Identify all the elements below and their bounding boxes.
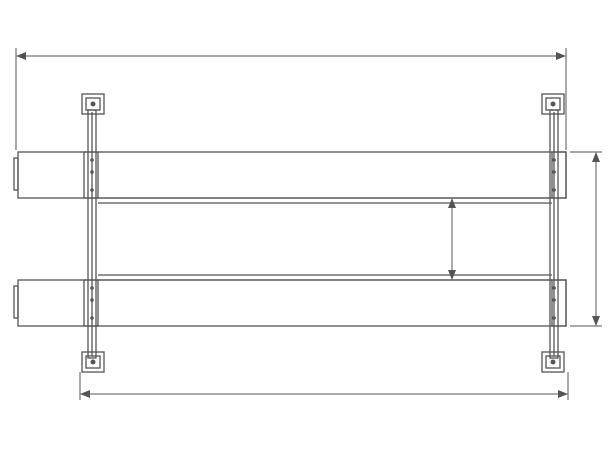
right-crossbeam [549, 109, 559, 359]
dimension-overall-length [15, 48, 567, 150]
post-top-left [81, 93, 105, 115]
upper-runway [13, 151, 567, 204]
left-crossbeam [87, 109, 97, 359]
post-top-right [541, 93, 565, 115]
dimension-runway-gap [448, 198, 456, 280]
dimension-post-span [79, 372, 569, 400]
post-bottom-left [81, 351, 105, 373]
lower-runway [13, 274, 567, 327]
beam-bolts [90, 158, 556, 320]
post-bottom-right [541, 351, 565, 373]
dimension-overall-width [570, 151, 602, 327]
